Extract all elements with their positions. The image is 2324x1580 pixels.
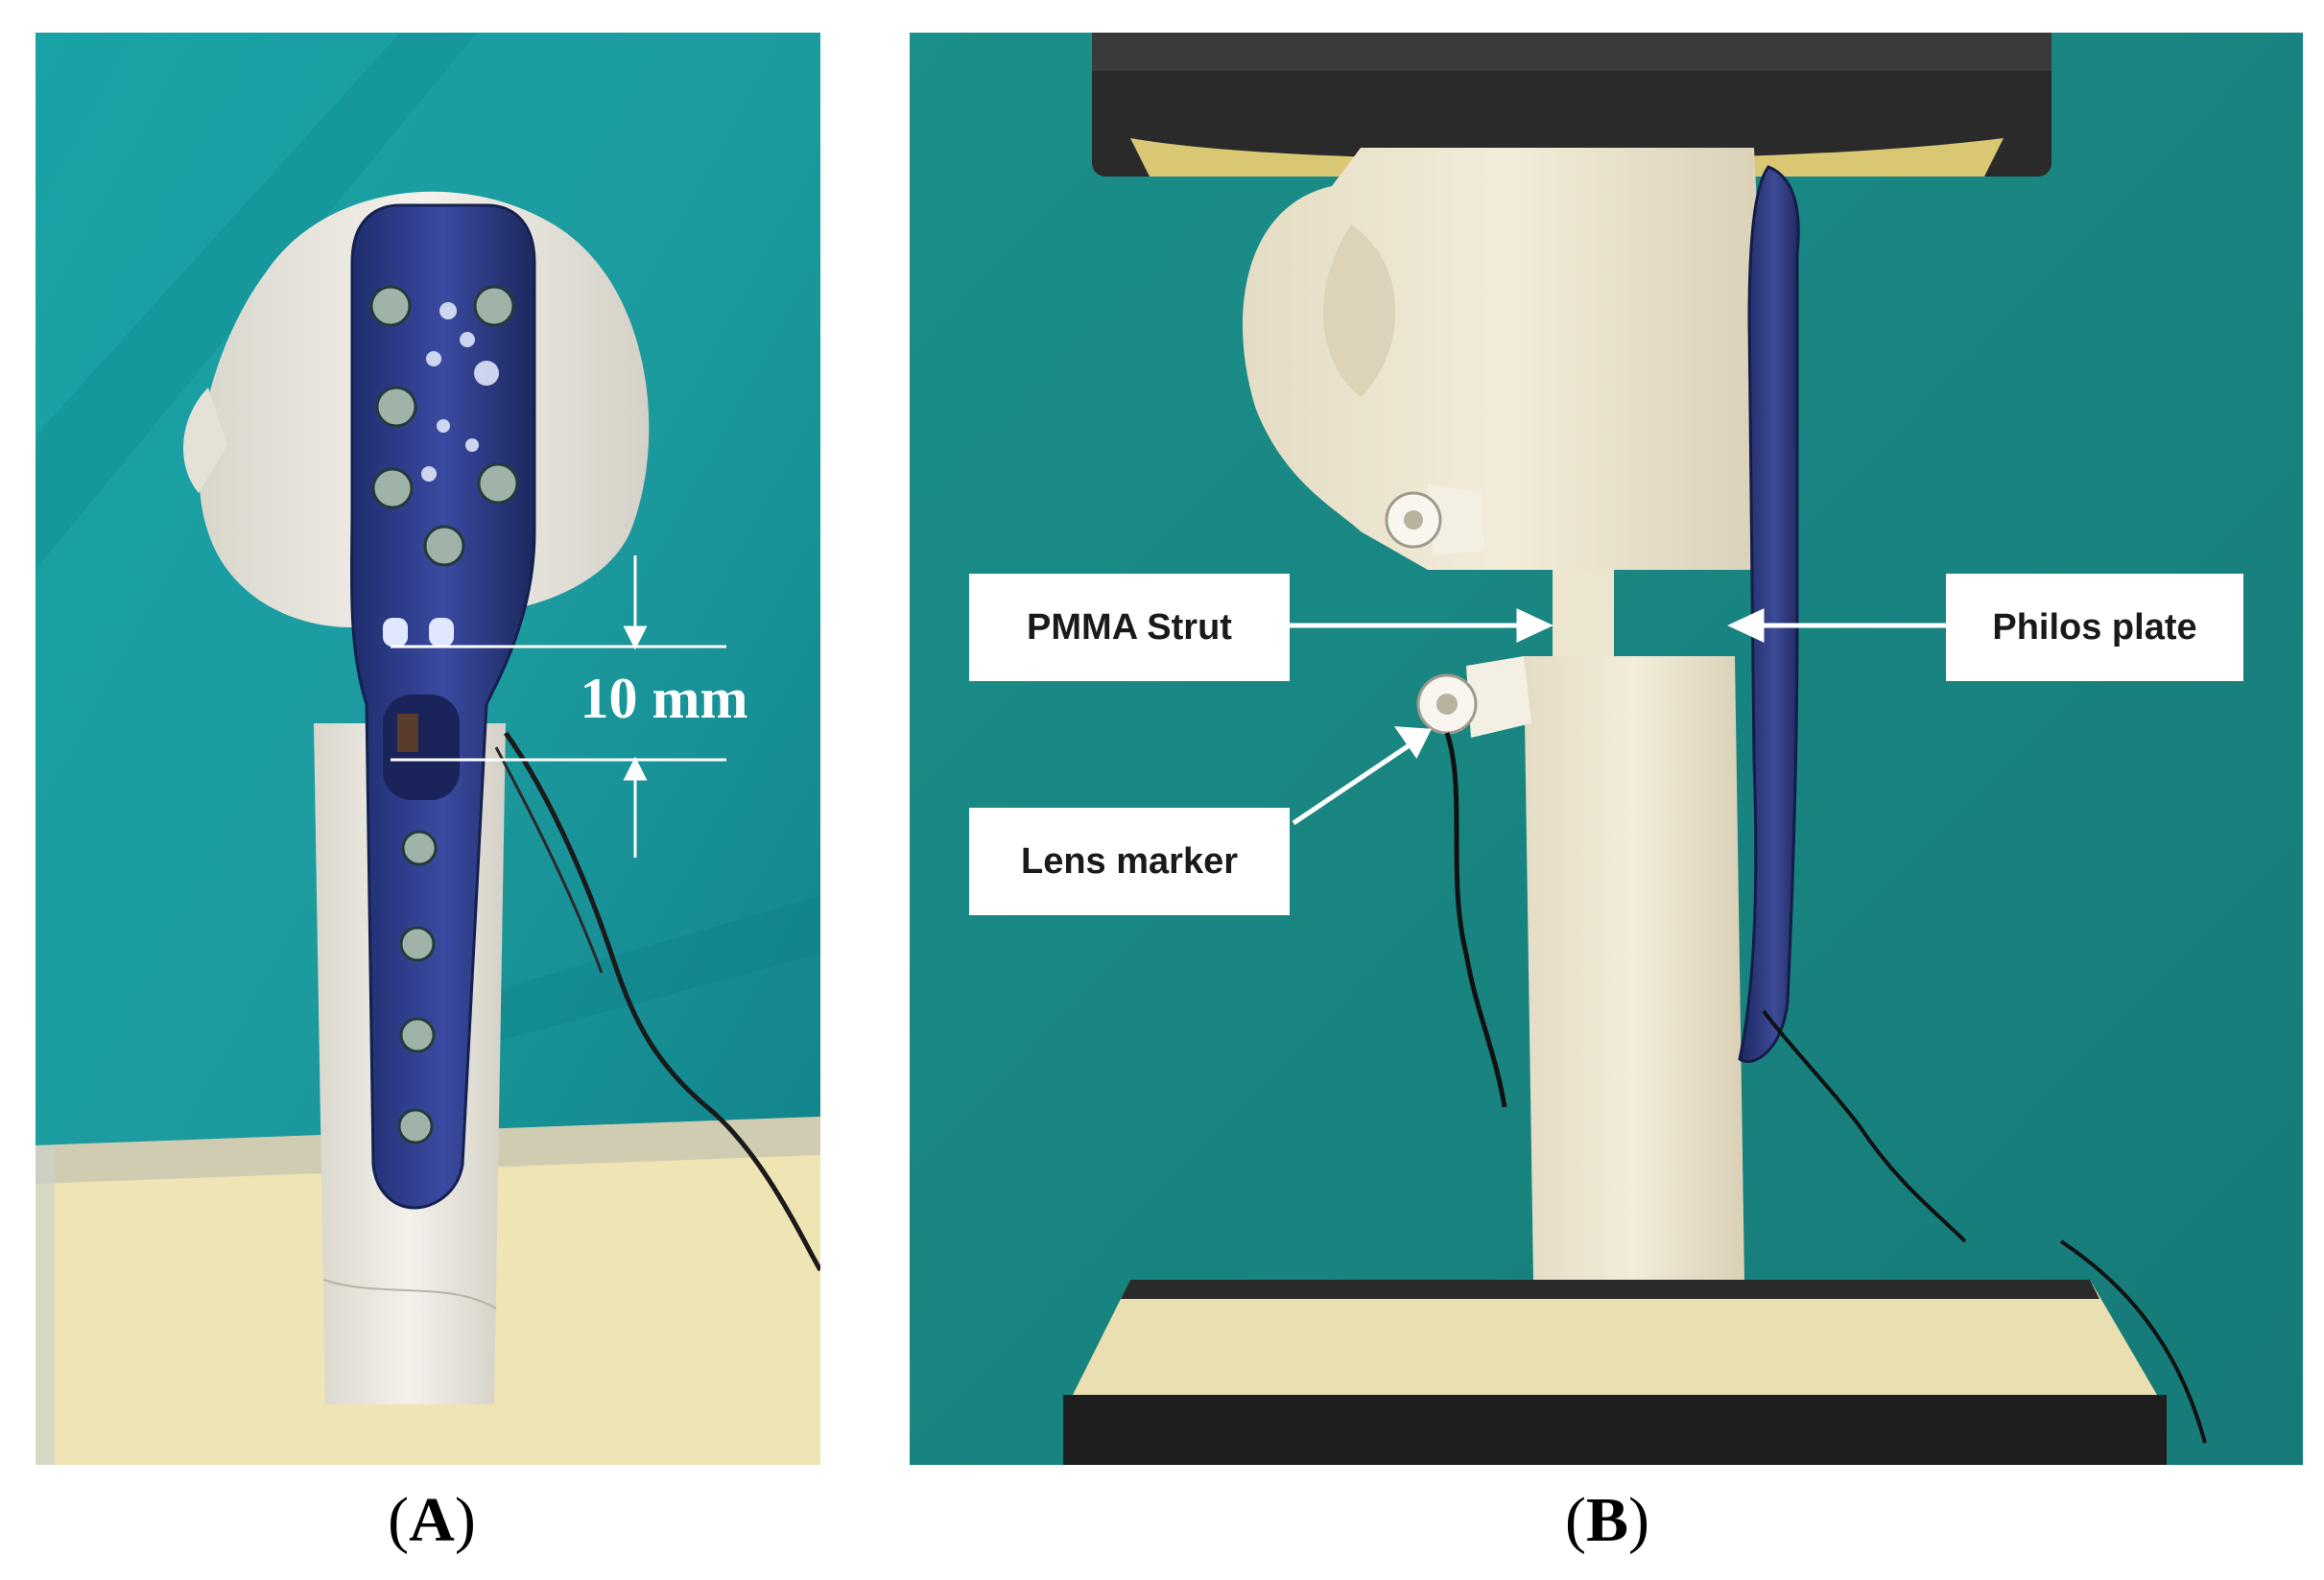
gap-dimension-label: 10 mm xyxy=(580,667,748,730)
arrow-to-lens-marker xyxy=(1393,726,1432,759)
panel-b-caption-letter: B xyxy=(1585,1485,1629,1555)
annotation-arrows xyxy=(1290,608,1946,826)
humerus-model-front-photo xyxy=(36,33,820,1465)
pmma-strut-label: PMMA Strut xyxy=(969,574,1290,681)
lens-marker-label: Lens marker xyxy=(969,808,1290,915)
arrow-to-pmma-strut xyxy=(1516,608,1553,643)
humerus-model-side-test-photo xyxy=(910,33,2303,1465)
panel-a-photo: 10 mm xyxy=(36,33,820,1465)
panel-b-photo: PMMA Strut Lens marker Philos plate xyxy=(910,33,2303,1465)
philos-plate-label: Philos plate xyxy=(1946,574,2243,681)
arrow-to-philos-plate xyxy=(1727,608,1765,643)
panel-a-caption-letter: A xyxy=(409,1485,455,1555)
panel-a-caption: (A) xyxy=(388,1485,476,1555)
panel-b-caption: (B) xyxy=(1565,1485,1649,1555)
